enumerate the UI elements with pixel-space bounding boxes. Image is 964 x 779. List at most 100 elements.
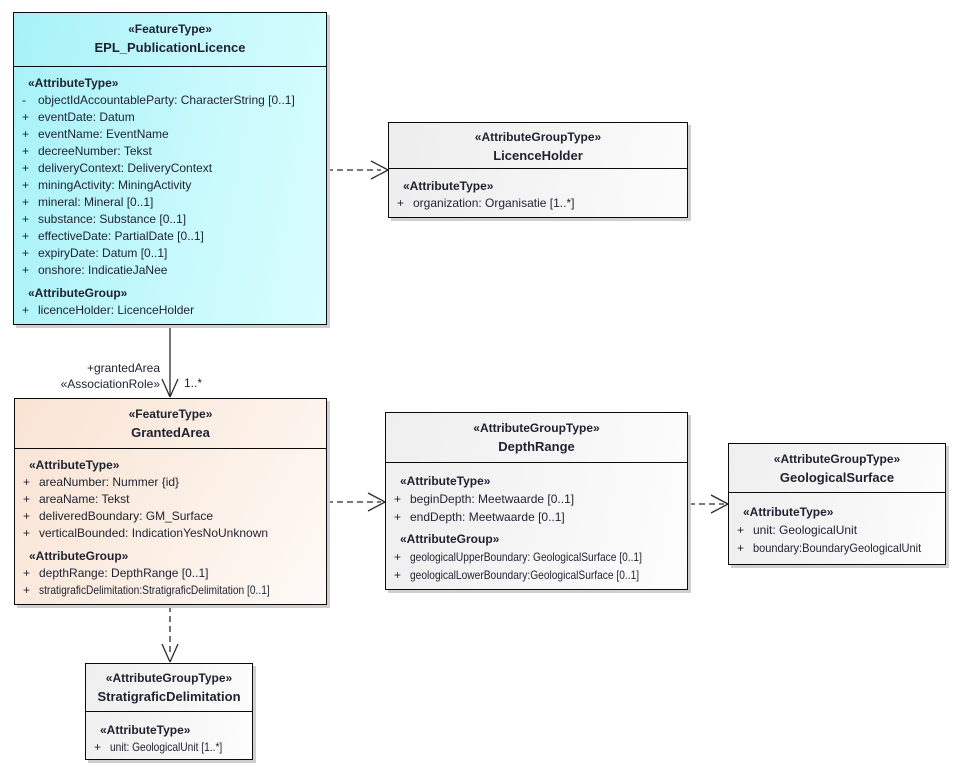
- association-multiplicity-label[interactable]: 1..*: [184, 376, 203, 390]
- attribute-row[interactable]: +effectiveDate: PartialDate [0..1]: [14, 228, 326, 245]
- attribute-text: licenceHolder: LicenceHolder: [38, 303, 195, 317]
- class-name: EPL_PublicationLicence: [94, 40, 246, 55]
- stereotype-label: «AttributeGroupType»: [473, 421, 600, 435]
- attribute-row[interactable]: +eventName: EventName: [14, 126, 326, 143]
- visibility-marker: +: [23, 475, 31, 489]
- attribute-row[interactable]: +organization: Organisatie [1..*]: [389, 195, 687, 212]
- open-arrowhead-icon: [370, 160, 389, 180]
- attribute-row[interactable]: + areaName: Tekst: [15, 491, 326, 508]
- attribute-text: decreeNumber: Tekst: [38, 144, 152, 158]
- class-box-epl-publicationlicence[interactable]: «FeatureType» EPL_PublicationLicence «At…: [13, 12, 327, 325]
- visibility-marker: +: [22, 144, 30, 158]
- attribute-row[interactable]: +beginDepth: Meetwaarde [0..1]: [386, 490, 687, 508]
- visibility-marker: +: [22, 178, 30, 192]
- attribute-text: onshore: IndicatieJaNee: [38, 263, 168, 277]
- attribute-text: substance: Substance [0..1]: [38, 212, 187, 226]
- attribute-text: eventName: EventName: [38, 127, 169, 141]
- attribute-text: geologicalLowerBoundary:GeologicalSurfac…: [410, 568, 640, 582]
- attribute-compartment: «AttributeType» -objectIdAccountablePart…: [14, 67, 326, 324]
- attribute-text: stratigraficDelimitation:StratigraficDel…: [39, 583, 270, 597]
- attribute-text: unit: GeologicalUnit [1..*]: [110, 740, 223, 754]
- attribute-row[interactable]: +geologicalUpperBoundary: GeologicalSurf…: [386, 548, 687, 566]
- visibility-marker: +: [22, 110, 30, 124]
- attribute-text: objectIdAccountableParty: CharacterStrin…: [38, 93, 295, 107]
- dependency-depthrange-to-geologicalsurface[interactable]: [689, 494, 729, 514]
- visibility-marker: +: [737, 523, 745, 537]
- visibility-marker: +: [23, 492, 31, 506]
- attribute-text: areaName: Tekst: [39, 492, 130, 506]
- dependency-epl-to-licenceholder[interactable]: [327, 160, 389, 180]
- attribute-text: areaNumber: Nummer {id}: [39, 475, 180, 489]
- attribute-row[interactable]: +deliveryContext: DeliveryContext: [14, 160, 326, 177]
- visibility-marker: +: [23, 583, 31, 597]
- class-header: «AttributeGroupType» LicenceHolder: [389, 123, 687, 169]
- attribute-row[interactable]: + endDepth: Meetwaarde [0..1]: [386, 508, 687, 526]
- visibility-marker: +: [22, 195, 30, 209]
- attribute-text: geologicalUpperBoundary: GeologicalSurfa…: [410, 550, 642, 564]
- visibility-marker: +: [737, 541, 745, 555]
- association-role-stereotype-label[interactable]: «AssociationRole»: [60, 377, 160, 391]
- attribute-row[interactable]: +mineral: Mineral [0..1]: [14, 194, 326, 211]
- attribute-text: eventDate: Datum: [38, 110, 135, 124]
- attribute-row[interactable]: + areaNumber: Nummer {id}: [15, 474, 326, 491]
- attribute-row[interactable]: + stratigraficDelimitation:StratigraficDe…: [15, 582, 326, 599]
- attribute-row[interactable]: + decreeNumber: Tekst: [14, 143, 326, 160]
- attribute-row[interactable]: +miningActivity: MiningActivity: [14, 177, 326, 194]
- section-heading: «AttributeGroup»: [28, 286, 128, 300]
- open-arrowhead-icon: [161, 378, 179, 398]
- dependency-grantedarea-to-stratigraficdelimitation[interactable]: [161, 606, 179, 663]
- attribute-row[interactable]: + boundary:BoundaryGeologicalUnit: [729, 539, 945, 557]
- attribute-row[interactable]: +unit: GeologicalUnit: [729, 521, 945, 539]
- association-epl-to-grantedarea[interactable]: [161, 326, 179, 398]
- attribute-text: boundary:BoundaryGeologicalUnit: [753, 541, 922, 555]
- class-header: «AttributeGroupType» DepthRange: [386, 413, 687, 463]
- attribute-row[interactable]: +onshore: IndicatieJaNee: [14, 262, 326, 279]
- attribute-compartment: «AttributeType» +unit: GeologicalUnit +b…: [729, 493, 945, 564]
- stereotype-label: «FeatureType»: [128, 22, 212, 36]
- class-box-geologicalsurface[interactable]: «AttributeGroupType» GeologicalSurface «…: [728, 443, 946, 565]
- attribute-row[interactable]: + deliveredBoundary: GM_Surface: [15, 508, 326, 525]
- open-arrowhead-icon: [710, 494, 729, 514]
- attribute-row[interactable]: + depthRange: DepthRange [0..1]: [15, 565, 326, 582]
- open-arrowhead-icon: [367, 492, 386, 512]
- visibility-marker: +: [23, 566, 31, 580]
- attribute-text: depthRange: DepthRange [0..1]: [39, 566, 209, 580]
- class-name: GeologicalSurface: [779, 470, 895, 485]
- attribute-text: endDepth: Meetwaarde [0..1]: [410, 510, 565, 524]
- stereotype-label: «AttributeGroupType»: [474, 130, 602, 144]
- section-heading: «AttributeType»: [29, 458, 120, 472]
- class-header: «AttributeGroupType» GeologicalSurface: [729, 444, 945, 493]
- dependency-grantedarea-to-depthrange[interactable]: [327, 492, 386, 512]
- attribute-row[interactable]: +licenceHolder: LicenceHolder: [14, 302, 326, 319]
- class-name: StratigraficDelimitation: [97, 689, 241, 704]
- visibility-marker: +: [397, 196, 405, 210]
- class-box-grantedarea[interactable]: «FeatureType» GrantedArea «AttributeType…: [14, 398, 327, 605]
- attribute-compartment: «AttributeType» +unit: GeologicalUnit [1…: [86, 712, 252, 759]
- attribute-text: deliveredBoundary: GM_Surface: [39, 509, 214, 523]
- attribute-row[interactable]: + eventDate: Datum: [14, 109, 326, 126]
- class-box-licenceholder[interactable]: «AttributeGroupType» LicenceHolder «Attr…: [388, 122, 688, 218]
- open-arrowhead-icon: [161, 643, 179, 663]
- class-box-depthrange[interactable]: «AttributeGroupType» DepthRange «Attribu…: [385, 412, 688, 590]
- attribute-row[interactable]: -objectIdAccountableParty: CharacterStri…: [14, 92, 326, 109]
- section-heading: «AttributeGroup»: [29, 549, 129, 563]
- attribute-text: verticalBounded: IndicationYesNoUnknown: [39, 526, 269, 540]
- class-name: LicenceHolder: [493, 148, 583, 163]
- class-name: GrantedArea: [131, 425, 210, 440]
- class-header: «AttributeGroupType» StratigraficDelimit…: [86, 664, 252, 712]
- section-heading: «AttributeType»: [403, 179, 494, 193]
- stereotype-label: «AttributeGroupType»: [105, 671, 233, 685]
- attribute-row[interactable]: +unit: GeologicalUnit [1..*]: [86, 739, 252, 756]
- attribute-text: deliveryContext: DeliveryContext: [38, 161, 213, 175]
- attribute-compartment: «AttributeType» +beginDepth: Meetwaarde …: [386, 463, 687, 589]
- attribute-row[interactable]: +verticalBounded: IndicationYesNoUnknown: [15, 525, 326, 542]
- section-heading: «AttributeType»: [400, 474, 491, 488]
- association-role-name-label[interactable]: +grantedArea: [86, 361, 160, 375]
- attribute-row[interactable]: +geologicalLowerBoundary:GeologicalSurfa…: [386, 566, 687, 584]
- attribute-row[interactable]: +substance: Substance [0..1]: [14, 211, 326, 228]
- attribute-row[interactable]: +expiryDate: Datum [0..1]: [14, 245, 326, 262]
- class-box-stratigraficdelimitation[interactable]: «AttributeGroupType» StratigraficDelimit…: [85, 663, 253, 760]
- visibility-marker: +: [23, 509, 31, 523]
- visibility-marker: +: [394, 510, 402, 524]
